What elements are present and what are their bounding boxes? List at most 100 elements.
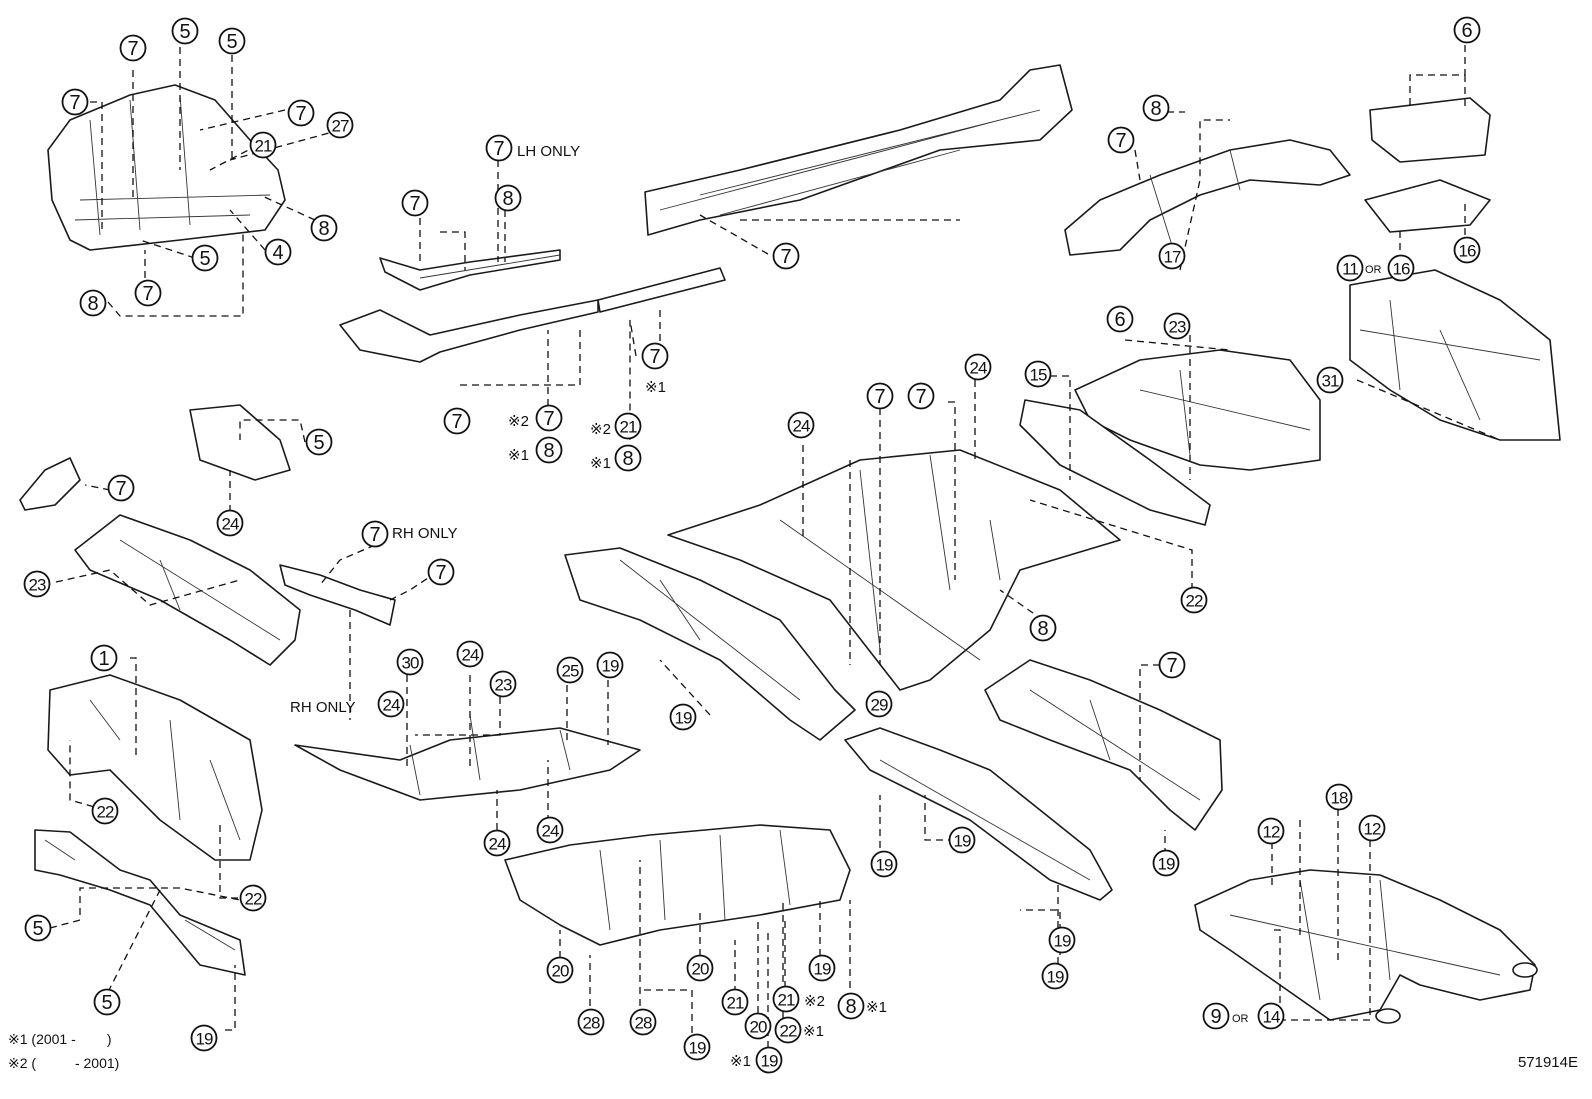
leader-lines: [49, 45, 1501, 1060]
callout-circle: [744, 1012, 772, 1040]
callout-4-8: 4: [264, 238, 292, 266]
callout-8-44: 8: [1029, 614, 1057, 642]
footnote-2: ※2 ( - 2001): [8, 1055, 120, 1071]
callout-number: 8: [543, 440, 554, 462]
callout-number: 12: [1263, 823, 1280, 842]
callout-number: 7: [69, 92, 80, 114]
callout-16-28: 16: [1387, 254, 1415, 282]
callout-28-69: 28: [629, 1008, 657, 1036]
callout-number: 16: [1459, 242, 1476, 261]
rear-floor-crossmember: [1019, 399, 1211, 526]
callout-17-24: 17: [1158, 242, 1186, 270]
callout-circle: [556, 656, 584, 684]
callout-circle: [305, 428, 333, 456]
callout-19-51: 19: [190, 1024, 218, 1052]
callout-20-67: 20: [546, 956, 574, 984]
callout-11-27: 11: [1336, 254, 1364, 282]
callout-number: 7: [543, 408, 554, 430]
callout-circle: [443, 407, 471, 435]
callout-number: 7: [1115, 130, 1126, 152]
callout-21-72: 21: [721, 988, 749, 1016]
callout-number: 23: [495, 676, 512, 695]
rear-wheelhouse-outer: [1064, 139, 1351, 256]
callout-circle: [866, 382, 894, 410]
rear-floor-side-member: [984, 659, 1223, 831]
callout-7-0: 7: [119, 34, 147, 62]
callout-8-7: 8: [310, 214, 338, 242]
callout-circle: [1325, 783, 1353, 811]
callout-number: 15: [1030, 366, 1047, 385]
callout-circle: [669, 703, 697, 731]
callout-7-35: 7: [427, 558, 455, 586]
callout-number: 7: [874, 386, 885, 408]
callout-25-55: 25: [556, 656, 584, 684]
callout-number: 7: [780, 246, 791, 268]
callout-number: 27: [332, 117, 349, 136]
callout-7-15: 7: [772, 242, 800, 270]
callout-number: 7: [369, 524, 380, 546]
callout-number: 18: [1331, 789, 1348, 808]
callout-7-10: 7: [134, 279, 162, 307]
callout-7-23: 7: [1107, 126, 1135, 154]
callout-circle: [377, 690, 405, 718]
callout-number: 21: [778, 991, 795, 1010]
cowl-brace-rh: [279, 564, 396, 626]
front-apron-assembly: [47, 84, 286, 251]
callout-number: 30: [402, 654, 419, 673]
callout-number: 12: [1364, 820, 1381, 839]
callout-circle: [1142, 94, 1170, 122]
callout-number: 7: [127, 38, 138, 60]
callout-number: 19: [1047, 968, 1064, 987]
callout-27-5: 27: [326, 111, 354, 139]
callout-circle: [1202, 1002, 1230, 1030]
callout-circle: [546, 956, 574, 984]
callout-number: 7: [435, 562, 446, 584]
callout-circle: [61, 88, 89, 116]
callout-circle: [535, 436, 563, 464]
callout-16-26: 16: [1453, 236, 1481, 264]
callout-19-64: 19: [1041, 962, 1069, 990]
rear-panel-upper: [1369, 97, 1491, 163]
callout-circle: [456, 640, 484, 668]
callout-23-33: 23: [23, 570, 51, 598]
quarter-inner-panel: [1349, 269, 1561, 441]
part-shapes: [19, 64, 1561, 1024]
label-or-b: OR: [1232, 1013, 1249, 1025]
callout-8-14: 8: [494, 184, 522, 212]
callout-number: 23: [1169, 318, 1186, 337]
callout-circle: [1029, 614, 1057, 642]
callout-circle: [686, 954, 714, 982]
callout-circle: [93, 988, 121, 1016]
callout-circle: [536, 816, 564, 844]
callout-21-73: 21: [772, 985, 800, 1013]
callout-number: 8: [1037, 618, 1048, 640]
cowl-side-bracket: [189, 404, 291, 481]
callout-circle: [287, 99, 315, 127]
callout-5-30: 5: [305, 428, 333, 456]
callout-circle: [91, 797, 119, 825]
callout-24-36: 24: [787, 411, 815, 439]
callout-number: 19: [1054, 932, 1071, 951]
callout-20-76: 20: [744, 1012, 772, 1040]
callout-12-81: 12: [1358, 814, 1386, 842]
callout-number: 6: [1114, 309, 1125, 331]
callout-5-9: 5: [191, 244, 219, 272]
rocker-inner-front: [339, 299, 599, 363]
callout-circle: [772, 985, 800, 1013]
callout-number: 5: [101, 992, 112, 1014]
callout-circle: [1107, 126, 1135, 154]
callout-7-38: 7: [907, 382, 935, 410]
callout-circle: [171, 17, 199, 45]
callout-circle: [683, 1033, 711, 1061]
callout-circle: [483, 829, 511, 857]
callout-6-41: 6: [1106, 305, 1134, 333]
callout-number: 5: [32, 918, 43, 940]
callout-24-32: 24: [216, 509, 244, 537]
callout-number: 8: [318, 218, 329, 240]
callout-22-77: 22: [774, 1016, 802, 1044]
callout-29-45: 29: [865, 690, 893, 718]
callout-number: 19: [876, 856, 893, 875]
callout-5-49: 5: [24, 914, 52, 942]
front-side-member-extension: [844, 727, 1113, 901]
callout-24-39: 24: [964, 353, 992, 381]
